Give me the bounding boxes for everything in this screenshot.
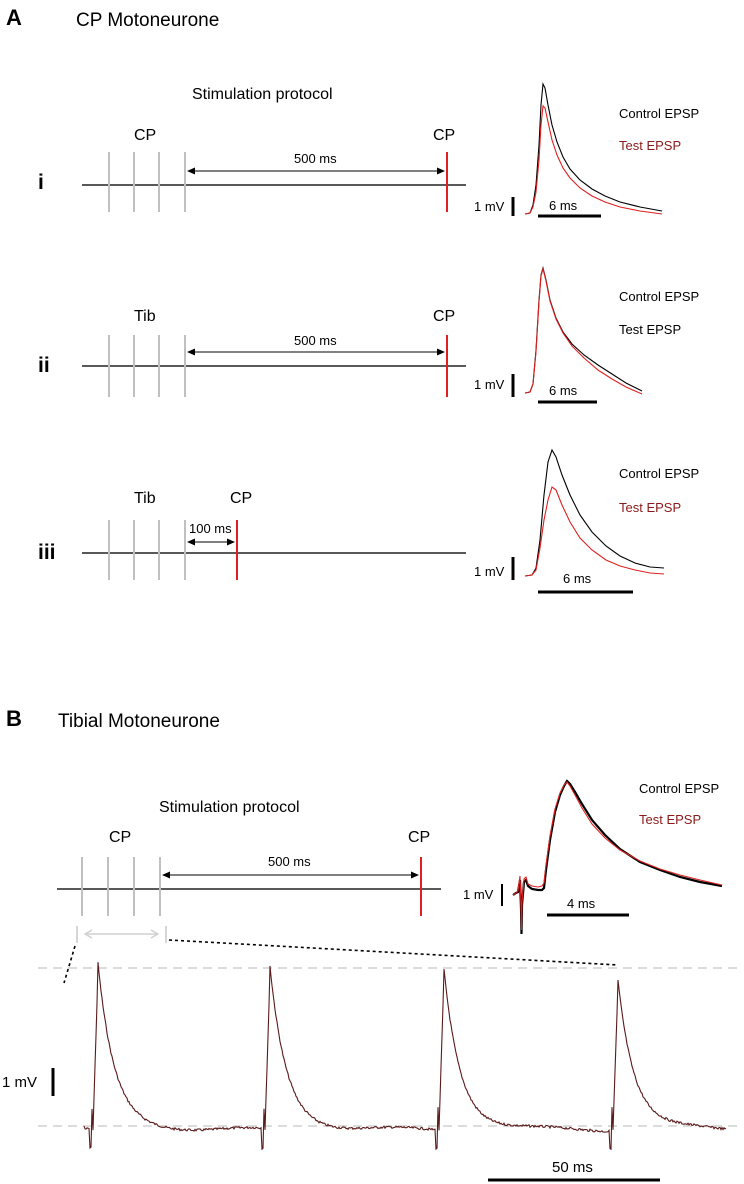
row-iii-test-trace [524, 486, 665, 577]
panel-a-letter: A [6, 5, 22, 30]
row-ii-roman: ii [38, 354, 50, 377]
panel-a-protocol-title: Stimulation protocol [192, 86, 333, 103]
panel-b-epsp-traces [512, 779, 723, 935]
panel-b-zoom-bracket [63, 926, 619, 984]
row-iii-interval-arrow [187, 538, 235, 546]
row-i-time-scale-label: 6 ms [549, 198, 578, 213]
row-i-test-legend: Test EPSP [619, 138, 681, 153]
row-ii-control-legend: Control EPSP [619, 289, 699, 304]
row-i-epsp-traces [524, 82, 663, 215]
row-i-control-trace [524, 82, 663, 215]
row-i-conditioning-label: CP [134, 127, 156, 144]
row-ii-conditioning-label: Tib [134, 308, 156, 325]
row-ii-interval-arrow [187, 348, 445, 356]
row-ii-test-trace [524, 266, 643, 395]
panel-b-voltage-scale-label: 1 mV [463, 887, 494, 902]
row-i-test-trace [524, 104, 663, 215]
panel-b-title: Tibial Motoneurone [58, 711, 220, 732]
panel-b-interval-arrow [162, 871, 419, 879]
conditioning-train-trace [83, 962, 727, 1151]
row-i-control-legend: Control EPSP [619, 106, 699, 121]
row-iii-voltage-scale-label: 1 mV [474, 564, 505, 579]
row-i-interval-label: 500 ms [294, 151, 337, 166]
row-i-voltage-scale-label: 1 mV [474, 199, 505, 214]
panel-b-time-scale-label: 4 ms [567, 896, 596, 911]
panel-b-interval-label: 500 ms [268, 854, 311, 869]
panel-b-control-legend: Control EPSP [639, 781, 719, 796]
row-ii-conditioning-train [108, 335, 186, 397]
trace-time-scale-label: 50 ms [552, 1159, 593, 1176]
row-iii-test-legend: Test EPSP [619, 500, 681, 515]
row-ii-time-scale-label: 6 ms [549, 383, 578, 398]
row-iii-interval-label: 100 ms [189, 521, 232, 536]
panel-a-title: CP Motoneurone [76, 10, 219, 31]
panel-b-letter: B [6, 706, 22, 731]
row-i: i CP CP 500 ms 1 mV 6 ms Control EPSP Te… [38, 82, 699, 218]
panel-b-test-trace [512, 781, 723, 931]
panel-b-conditioning-label: CP [109, 829, 131, 846]
row-ii-test-label: CP [433, 308, 455, 325]
row-ii-voltage-scale-label: 1 mV [474, 377, 505, 392]
row-i-roman: i [38, 171, 44, 194]
row-ii-epsp-traces [524, 265, 643, 395]
row-i-interval-arrow [187, 167, 445, 175]
row-ii-interval-label: 500 ms [294, 333, 337, 348]
panel-b-conditioning-train [81, 857, 161, 916]
panel-b-protocol-title: Stimulation protocol [159, 799, 300, 816]
row-iii-control-legend: Control EPSP [619, 466, 699, 481]
row-iii-conditioning-train [108, 520, 186, 580]
row-iii-roman: iii [38, 541, 56, 564]
row-iii-conditioning-label: Tib [134, 490, 156, 507]
row-iii-test-label: CP [230, 490, 252, 507]
row-i-test-label: CP [433, 127, 455, 144]
panel-b-control-trace [512, 779, 723, 935]
panel-b-test-legend: Test EPSP [639, 812, 701, 827]
row-iii-time-scale-label: 6 ms [563, 571, 592, 586]
panel-b-test-label: CP [408, 829, 430, 846]
trace-voltage-scale-label: 1 mV [2, 1074, 37, 1091]
row-iii-control-trace [524, 448, 665, 577]
row-ii: ii Tib CP 500 ms 1 mV 6 ms Control EPSP … [38, 265, 699, 404]
row-i-conditioning-train [108, 152, 186, 212]
row-ii-test-legend: Test EPSP [619, 322, 681, 337]
row-iii: iii Tib CP 100 ms 1 mV 6 ms Control EPSP… [38, 448, 699, 594]
row-iii-epsp-traces [524, 448, 665, 577]
